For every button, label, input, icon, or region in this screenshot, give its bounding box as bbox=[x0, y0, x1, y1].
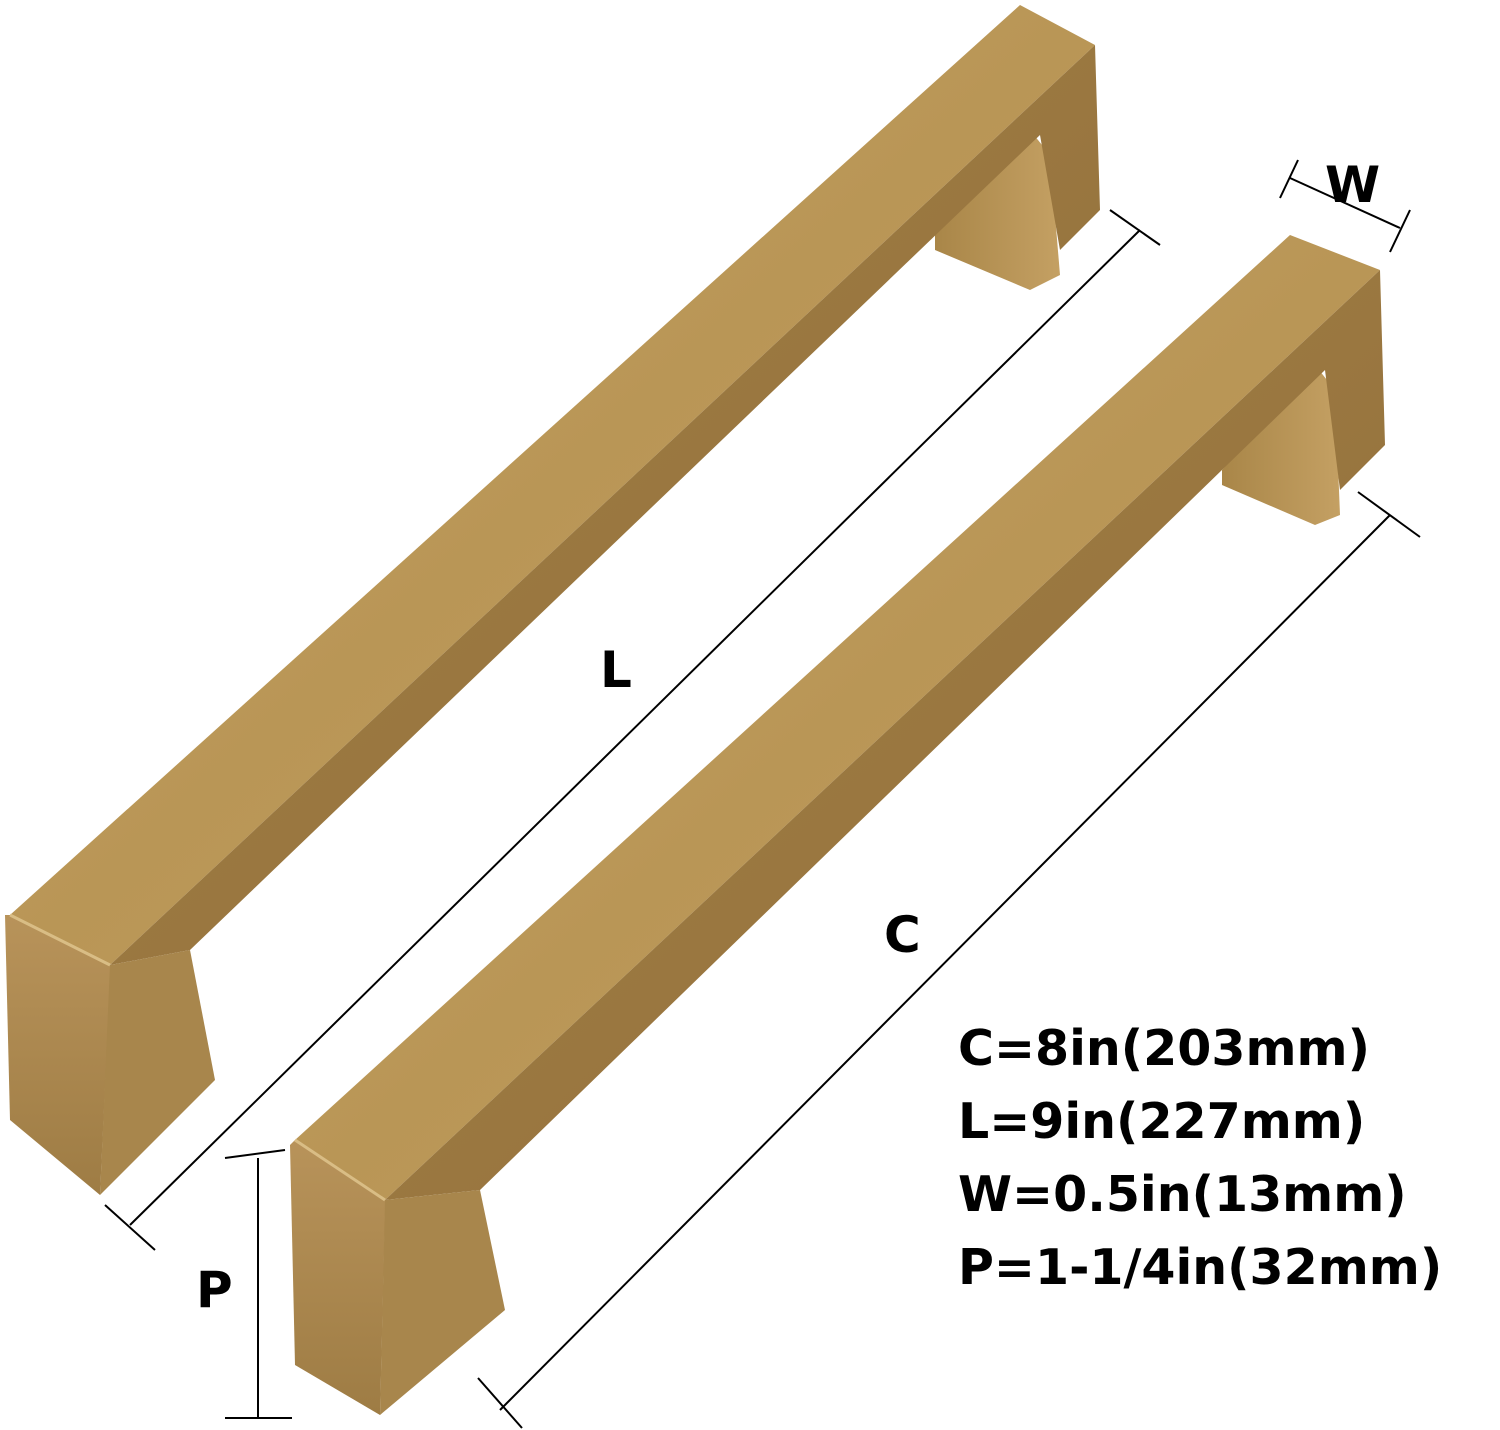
center-label: C bbox=[884, 906, 921, 964]
handle-front-top-face bbox=[295, 235, 1380, 1200]
center-tick-bottom bbox=[477, 1377, 523, 1429]
width-tick-left bbox=[1279, 159, 1299, 199]
spec-center: C=8in(203mm) bbox=[958, 1020, 1370, 1077]
projection-tick-top bbox=[224, 1149, 286, 1159]
center-tick-top bbox=[1357, 491, 1421, 538]
handle-front-end-face bbox=[290, 1140, 385, 1415]
handle-back-rear-leg bbox=[935, 130, 1060, 290]
center-dimension-line bbox=[499, 514, 1391, 1411]
width-label: W bbox=[1325, 156, 1381, 214]
length-dimension-line bbox=[129, 229, 1141, 1226]
handle-front-side-face bbox=[385, 270, 1385, 1200]
spec-projection: P=1-1/4in(32mm) bbox=[958, 1239, 1443, 1296]
handle-front-rear-leg bbox=[1222, 365, 1340, 525]
handle-back-side-face bbox=[110, 45, 1100, 965]
handle-back-front-leg bbox=[100, 950, 215, 1195]
spec-width: W=0.5in(13mm) bbox=[958, 1166, 1407, 1223]
width-tick-right bbox=[1389, 209, 1411, 253]
handle-front bbox=[290, 235, 1385, 1415]
length-tick-top bbox=[1109, 209, 1161, 246]
width-dimension-line bbox=[1289, 177, 1401, 229]
handle-back-top-face bbox=[10, 5, 1095, 965]
length-tick-bottom bbox=[104, 1204, 156, 1251]
spec-list: C=8in(203mm) L=9in(227mm) W=0.5in(13mm) … bbox=[958, 1012, 1442, 1304]
length-label: L bbox=[600, 641, 632, 699]
handle-front-front-leg bbox=[380, 1190, 505, 1415]
dimension-lines bbox=[104, 159, 1421, 1429]
handle-back bbox=[5, 5, 1100, 1195]
projection-label: P bbox=[196, 1261, 233, 1319]
handle-back-end-face bbox=[5, 915, 110, 1195]
spec-length: L=9in(227mm) bbox=[958, 1093, 1366, 1150]
